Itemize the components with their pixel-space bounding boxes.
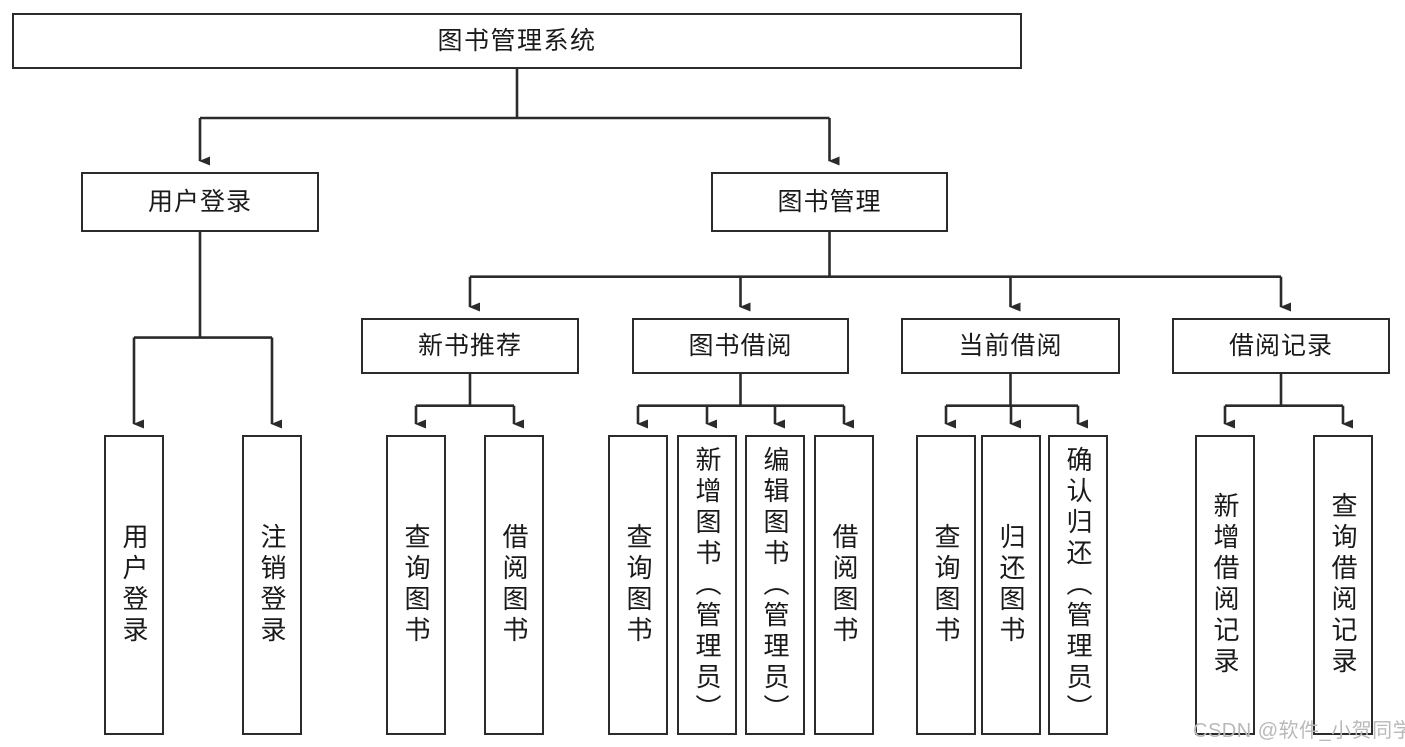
node-label: 借阅记录 [1228, 331, 1333, 360]
node-label: 用户登录 [119, 523, 149, 647]
leaf-user-login[interactable]: 用户登录 [104, 435, 164, 735]
node-user-login-module[interactable]: 用户登录 [81, 172, 319, 232]
node-label: 借阅图书 [829, 523, 859, 647]
node-label: 查询图书 [931, 523, 961, 647]
node-label: 查询图书 [401, 523, 431, 647]
node-label: 图书管理 [777, 187, 882, 216]
node-label: 当前借阅 [958, 331, 1063, 360]
node-label: 确认归还（管理员） [1063, 445, 1093, 725]
node-label: 借阅图书 [499, 523, 529, 647]
leaf-add-book-admin[interactable]: 新增图书（管理员） [677, 435, 737, 735]
node-label: 编辑图书（管理员） [760, 445, 790, 725]
node-label: 新书推荐 [417, 331, 522, 360]
watermark: CSDN @软件_小贺同学 [1193, 720, 1405, 742]
node-label: 用户登录 [147, 187, 252, 216]
node-new-book-recommend[interactable]: 新书推荐 [361, 318, 579, 374]
leaf-query-books-current[interactable]: 查询图书 [916, 435, 976, 735]
node-label: 查询图书 [623, 523, 653, 647]
node-label: 新增图书（管理员） [692, 445, 722, 725]
node-label: 图书管理系统 [437, 26, 597, 55]
node-label: 图书借阅 [688, 331, 793, 360]
leaf-confirm-return-admin[interactable]: 确认归还（管理员） [1048, 435, 1108, 735]
leaf-query-borrow-record[interactable]: 查询借阅记录 [1313, 435, 1373, 735]
leaf-query-books-borrow[interactable]: 查询图书 [608, 435, 668, 735]
node-label: 归还图书 [996, 523, 1026, 647]
node-borrow-record[interactable]: 借阅记录 [1172, 318, 1390, 374]
node-current-borrow[interactable]: 当前借阅 [901, 318, 1120, 374]
node-label: 新增借阅记录 [1210, 492, 1240, 678]
leaf-return-book[interactable]: 归还图书 [981, 435, 1041, 735]
node-book-borrow[interactable]: 图书借阅 [632, 318, 849, 374]
leaf-logout[interactable]: 注销登录 [242, 435, 302, 735]
node-label: 查询借阅记录 [1328, 492, 1358, 678]
node-label: 注销登录 [257, 523, 287, 647]
node-root[interactable]: 图书管理系统 [12, 13, 1022, 69]
node-book-management-module[interactable]: 图书管理 [711, 172, 948, 232]
leaf-add-borrow-record[interactable]: 新增借阅记录 [1195, 435, 1255, 735]
leaf-edit-book-admin[interactable]: 编辑图书（管理员） [745, 435, 805, 735]
leaf-query-books-recommend[interactable]: 查询图书 [386, 435, 446, 735]
leaf-borrow-book[interactable]: 借阅图书 [814, 435, 874, 735]
leaf-borrow-books-recommend[interactable]: 借阅图书 [484, 435, 544, 735]
